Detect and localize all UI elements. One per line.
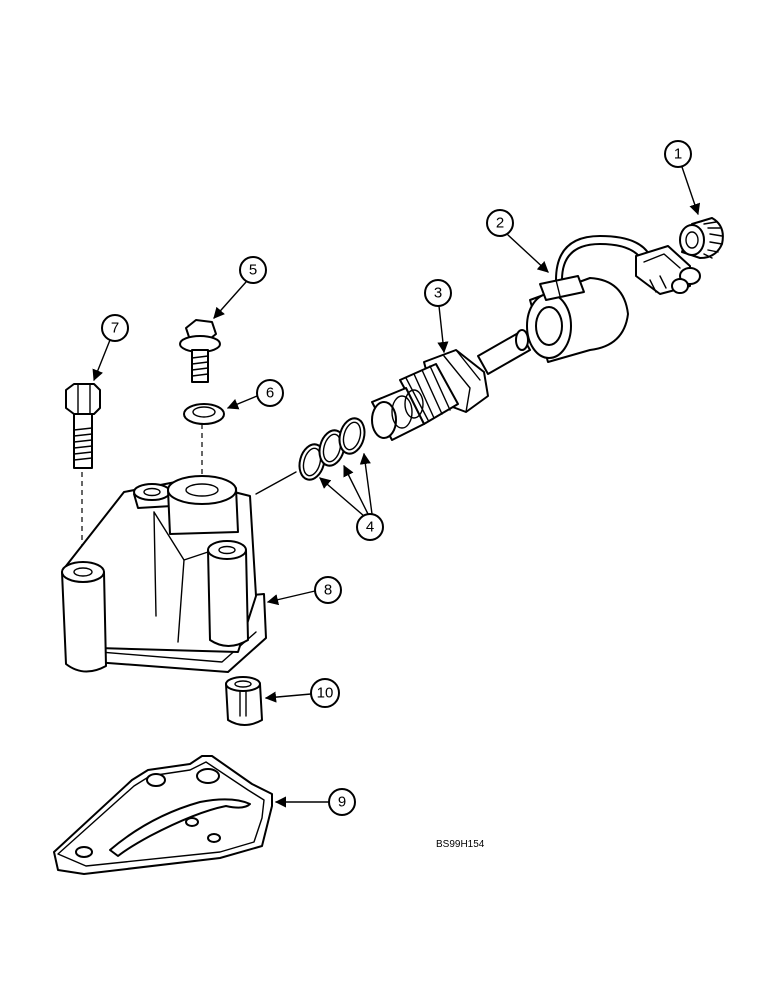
svg-text:6: 6 <box>266 385 274 402</box>
callout-5: 5 <box>213 256 267 319</box>
callout-1: 1 <box>664 140 701 216</box>
part-2-solenoid-coil <box>526 235 701 363</box>
callout-9: 9 <box>274 788 356 816</box>
part-10-dowel-sleeve <box>225 676 263 726</box>
svg-text:5: 5 <box>249 262 257 279</box>
part-7-hex-bolt <box>65 383 101 469</box>
svg-text:2: 2 <box>496 215 504 232</box>
callout-6: 6 <box>226 379 284 410</box>
part-8-valve-housing <box>61 475 267 673</box>
callout-7: 7 <box>92 314 129 382</box>
svg-text:7: 7 <box>111 320 119 337</box>
callout-8: 8 <box>266 576 342 606</box>
callout-3: 3 <box>424 279 452 354</box>
part-4-o-rings <box>298 417 366 481</box>
part-3-valve-cartridge <box>371 329 531 441</box>
callout-10: 10 <box>264 678 340 708</box>
assembly-line-o-rings <box>255 471 297 495</box>
part-9-gasket <box>53 755 273 875</box>
svg-text:3: 3 <box>434 285 442 302</box>
svg-text:10: 10 <box>317 685 334 702</box>
part-1-knurled-nut <box>679 217 724 259</box>
svg-text:1: 1 <box>674 146 682 163</box>
part-6-washer <box>183 403 225 425</box>
svg-text:8: 8 <box>324 582 332 599</box>
callout-4: 4 <box>319 452 384 541</box>
reference-code: BS99H154 <box>436 839 485 850</box>
part-5-flange-bolt <box>179 319 221 383</box>
svg-text:9: 9 <box>338 794 346 811</box>
callout-2: 2 <box>486 209 549 273</box>
svg-text:4: 4 <box>366 519 374 536</box>
